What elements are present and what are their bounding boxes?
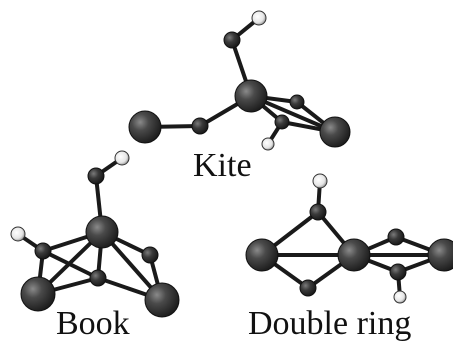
kite-atom-large-center [234,79,268,113]
double-ring-atom-large-center [337,238,371,272]
book-atom-small-top [87,167,105,185]
book-atom-small-right [141,246,159,264]
kite-bonds [143,16,337,146]
book-atom-large-center [85,215,119,249]
kite-atom-large-left [128,110,162,144]
kite-atom-small-left [191,117,209,135]
book-atom-hydrogen-top [114,150,130,166]
kite-label: Kite [193,147,252,184]
double-ring-atom-small-top [309,203,327,221]
kite-atom-large-right [319,116,351,148]
kite-atom-small-top [223,31,241,49]
book-atom-hydrogen-left [10,226,26,242]
double-ring-atom-hydrogen-top [312,173,328,189]
kite-atom-small-right-top [289,94,305,110]
book-atom-large-left [20,276,56,312]
book-atom-small-middle [89,269,107,287]
double-ring-atom-small-bottom-left [299,279,317,297]
kite-structure: Kite [128,10,351,184]
double-ring-atom-hydrogen-bottom [393,290,407,304]
double-ring-atom-large-right [427,238,453,272]
kite-atom-hydrogen-top [251,10,267,26]
double-ring-atom-small-upper-right [387,228,405,246]
book-atom-large-right [144,282,180,318]
book-label: Book [56,305,130,341]
double-ring-structure: Double ring [245,173,453,341]
double-ring-label: Double ring [248,305,411,341]
double-ring-atom-large-left [245,238,279,272]
book-atom-small-left [34,242,52,260]
book-structure: Book [10,150,180,341]
double-ring-atom-small-lower-right [389,263,407,281]
kite-atom-hydrogen-bottom [261,137,275,151]
kite-atom-small-right-mid [274,114,290,130]
